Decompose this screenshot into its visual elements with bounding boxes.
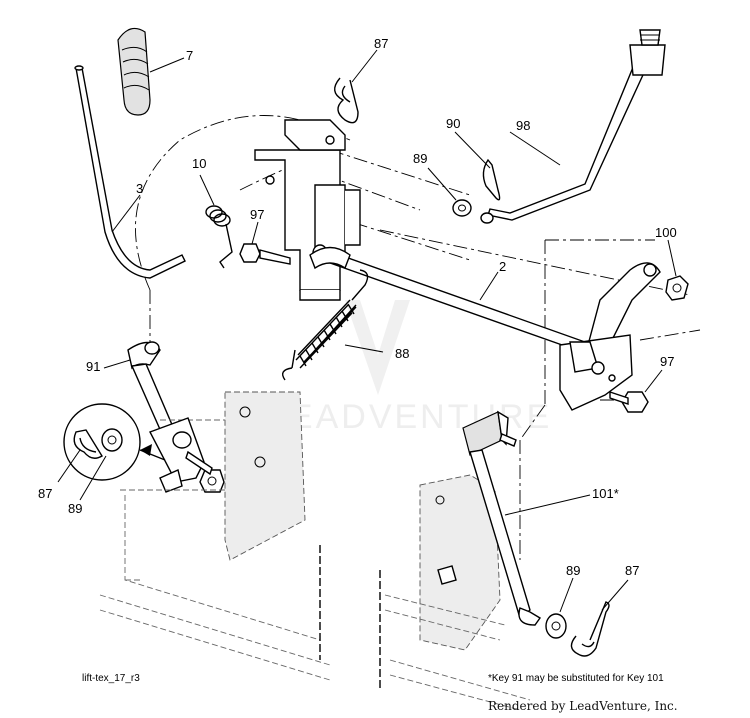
- handle-grip: [117, 27, 151, 116]
- callout-101: 101*: [592, 486, 619, 501]
- callout-89-left: 89: [68, 501, 82, 516]
- callout-7: 7: [186, 48, 193, 63]
- callout-2: 2: [499, 259, 506, 274]
- lift-rod-101: [462, 410, 542, 626]
- callout-97-left: 97: [250, 207, 264, 222]
- extension-spring: [282, 269, 369, 381]
- lift-handle: [74, 65, 186, 279]
- callout-87-left: 87: [38, 486, 52, 501]
- bolt-left: [239, 243, 291, 265]
- callout-88: 88: [395, 346, 409, 361]
- lift-shaft: [309, 244, 586, 353]
- callout-89-top: 89: [413, 151, 427, 166]
- washer-top: [452, 199, 472, 217]
- callout-97-right: 97: [660, 354, 674, 369]
- hairpin-clip-bottom: [570, 601, 610, 657]
- drawing-id: lift-tex_17_r3: [82, 673, 140, 684]
- watermark-text: LEADVENTURE: [268, 398, 552, 436]
- pivot-arm-left: [149, 417, 225, 493]
- callout-87-bottom: 87: [625, 563, 639, 578]
- mower-deck-left: [99, 489, 331, 681]
- callout-89-bottom: 89: [566, 563, 580, 578]
- leader-lines: [57, 49, 677, 613]
- callout-87-top: 87: [374, 36, 388, 51]
- deck-bracket-left: [160, 391, 306, 561]
- bolt-right: [609, 391, 649, 413]
- cotter-pin-top: [482, 158, 501, 201]
- callout-98: 98: [516, 118, 530, 133]
- hex-nut: [665, 275, 689, 301]
- lift-bracket: [254, 119, 361, 301]
- render-credit: Rendered by LeadVenture, Inc.: [488, 699, 678, 713]
- mower-deck-right: [379, 474, 531, 711]
- lift-link-rod: [480, 29, 666, 224]
- callouts: 7 87 3 10 97 90 98 89 100 2 88 91 97 87 …: [38, 36, 677, 578]
- callout-10: 10: [192, 156, 206, 171]
- torsion-spring: [205, 205, 233, 269]
- lift-arm-right: [559, 262, 661, 411]
- washer-bottom: [545, 613, 567, 639]
- callout-91: 91: [86, 359, 100, 374]
- callout-100: 100: [655, 225, 677, 240]
- callout-90: 90: [446, 116, 460, 131]
- detail-inset: [63, 403, 166, 481]
- footnote: *Key 91 may be substituted for Key 101: [488, 673, 664, 684]
- callout-3: 3: [136, 181, 143, 196]
- hairpin-clip-top: [334, 77, 359, 124]
